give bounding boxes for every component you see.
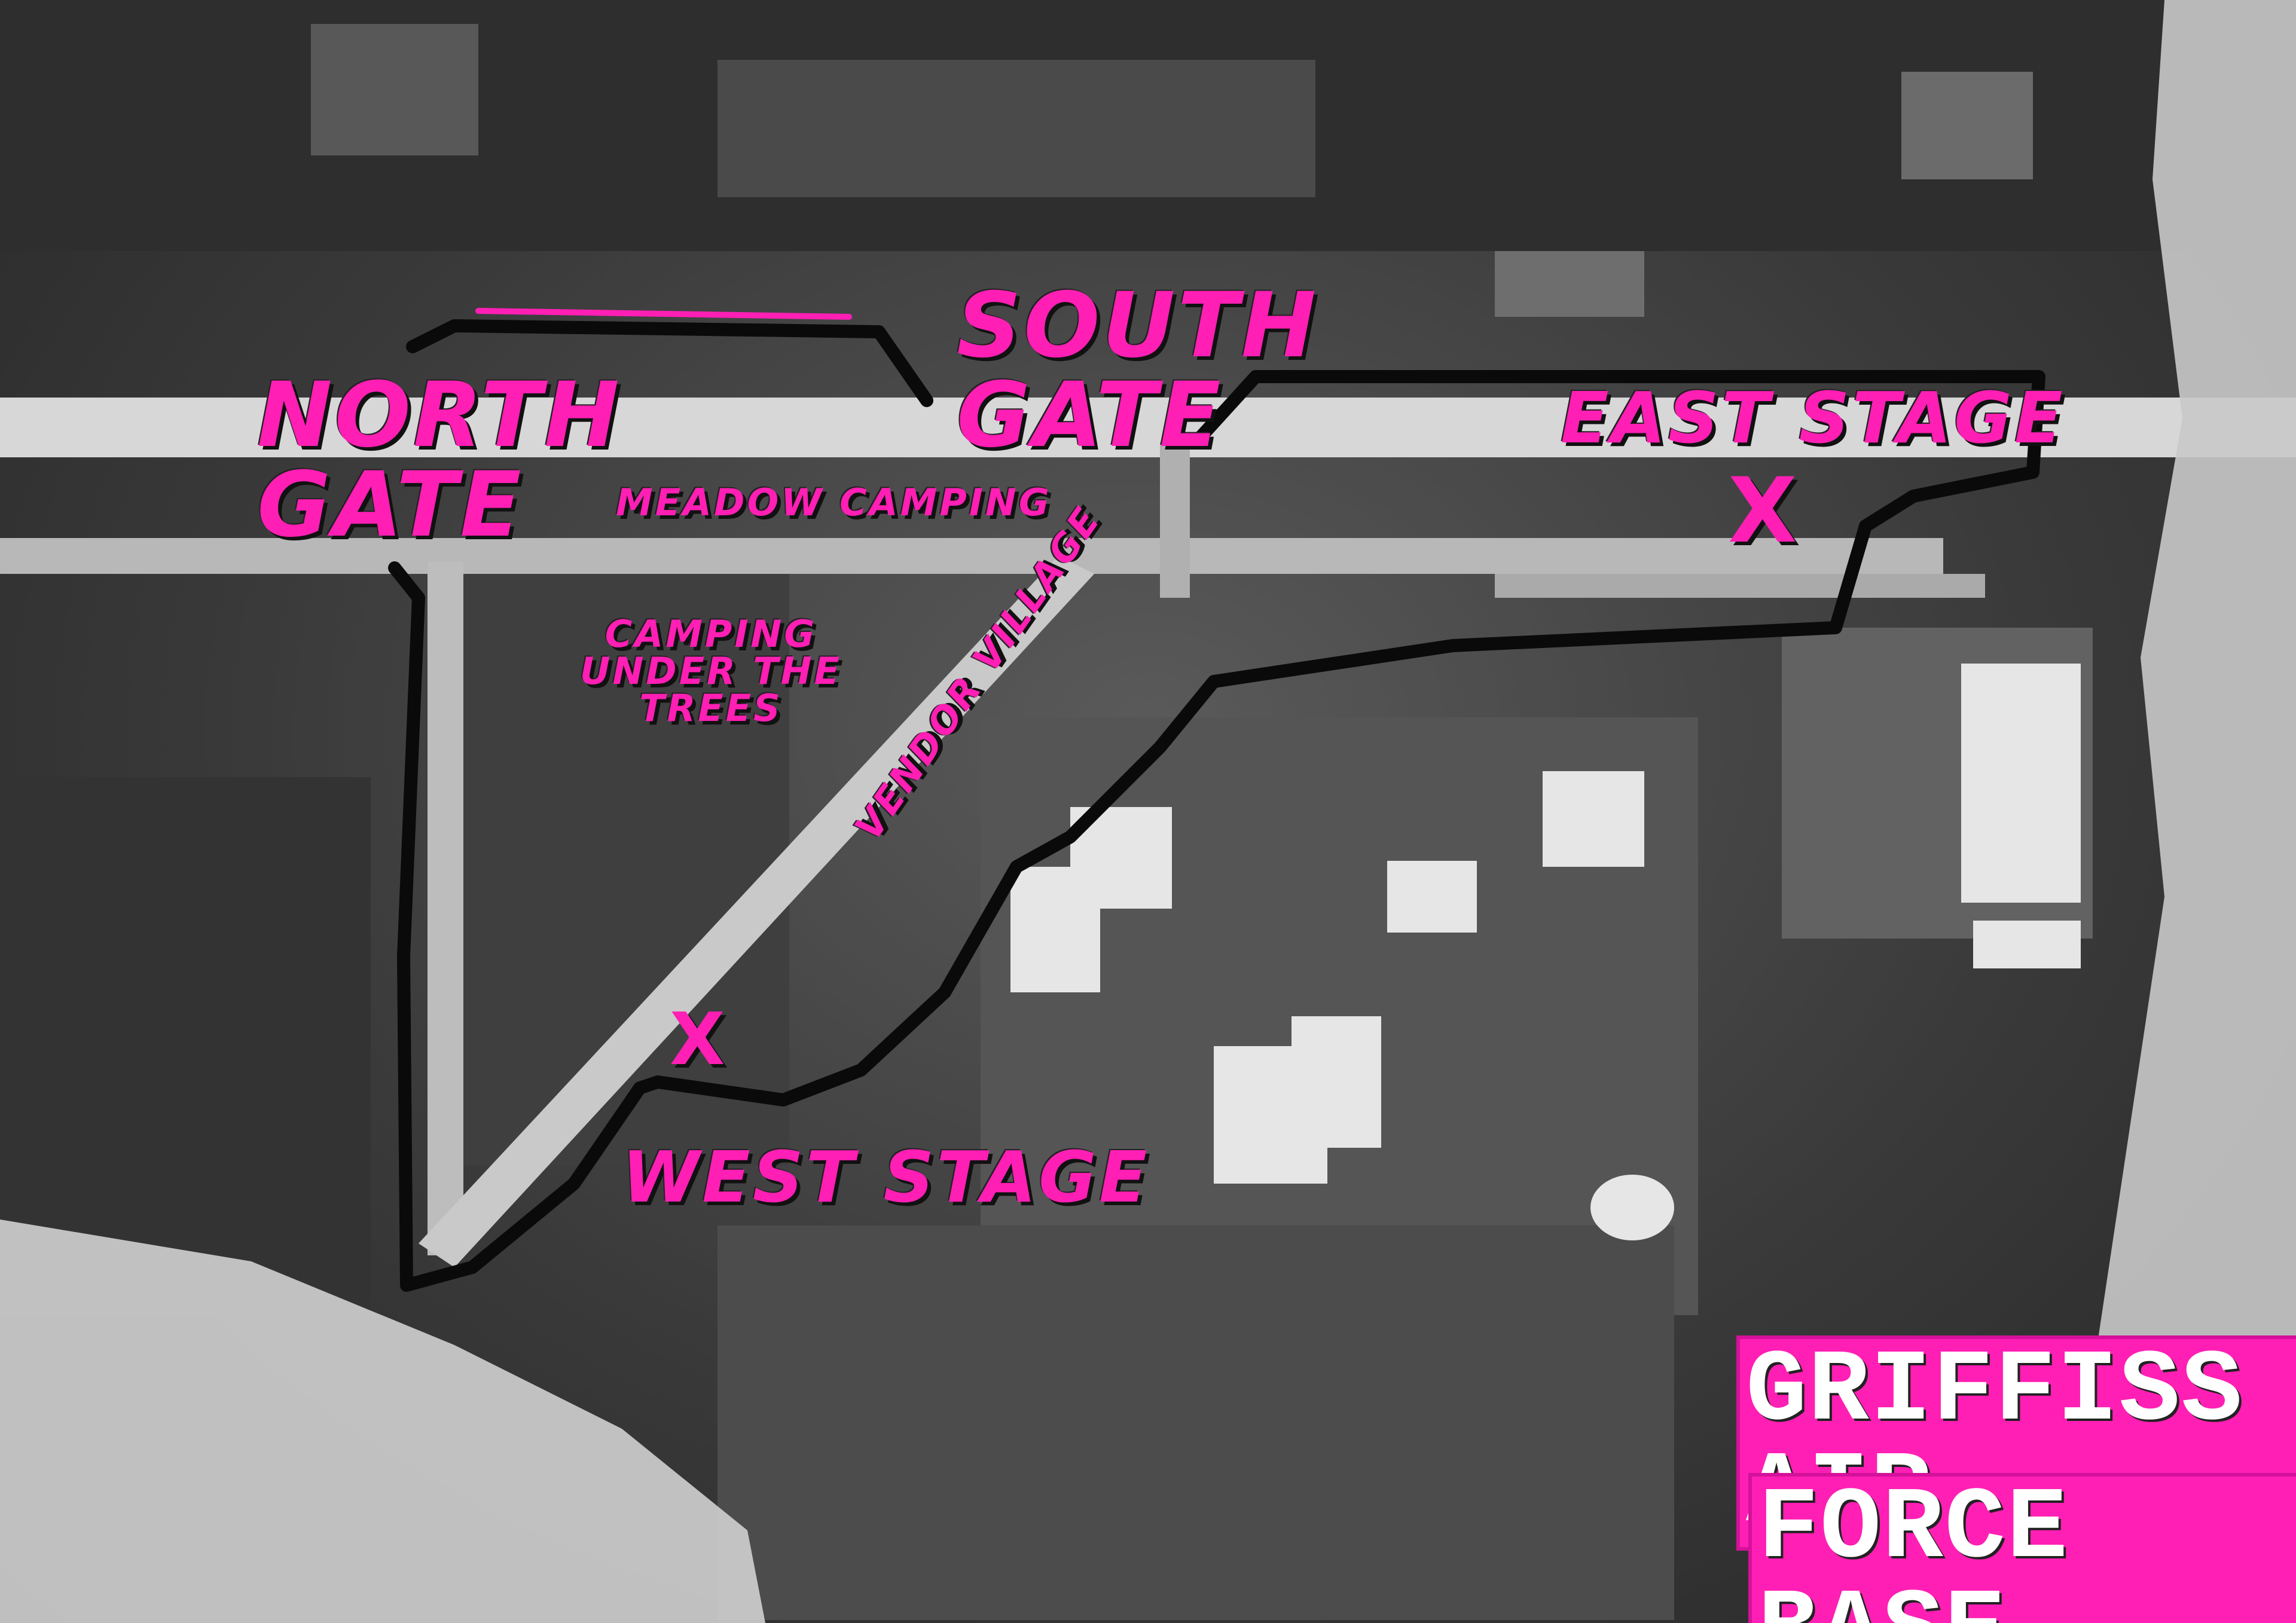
meadow-camping-label: MEADOW CAMPING — [616, 481, 1052, 524]
north-gate-label: NORTH GATE — [257, 363, 622, 557]
title-line-2: FORCE BASE — [1752, 1477, 2296, 1623]
west-stage-label: WEST STAGE — [622, 1136, 1150, 1218]
perimeter-route — [388, 319, 2045, 1292]
hangars — [1010, 664, 2081, 1240]
west-stage-marker: X — [670, 998, 725, 1081]
pink-accent-line — [475, 308, 852, 320]
south-gate-label: SOUTH GATE — [957, 274, 1319, 467]
east-stage-marker: X — [1728, 459, 1797, 563]
camping-under-trees-label: CAMPING UNDER THE TREES — [580, 612, 842, 730]
map-title-line-2: FORCE BASE — [1752, 1477, 2296, 1623]
east-stage-label: EAST STAGE — [1561, 377, 2065, 459]
runways — [0, 398, 2296, 1267]
